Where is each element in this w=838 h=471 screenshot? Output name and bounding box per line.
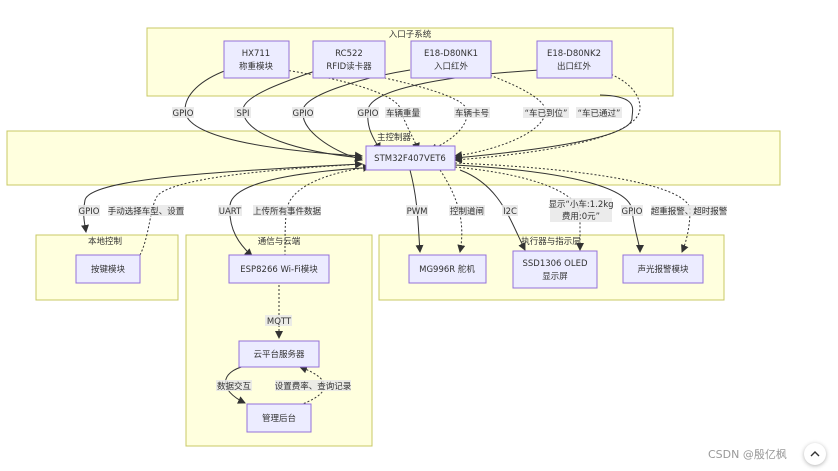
- subgraph-comm-title: 通信与云端: [258, 236, 301, 247]
- node-esp[interactable]: ESP8266 Wi-Fi模块: [228, 254, 330, 284]
- node-e18out[interactable]: E18-D80NK2 出口红外: [536, 40, 613, 79]
- node-e18in[interactable]: E18-D80NK1 入口红外: [410, 40, 492, 79]
- subgraph-main-title: 主控制器: [377, 132, 412, 143]
- subgraph-entry-title: 入口子系统: [389, 29, 432, 40]
- subgraph-local: 本地控制: [35, 234, 179, 301]
- node-cloud-label: 云平台服务器: [253, 349, 305, 360]
- label-overload: 超重报警、超时报警: [651, 206, 728, 217]
- node-stm32-label: STM32F407VET6: [374, 154, 446, 164]
- node-rc522[interactable]: RC522 RFID读卡器: [312, 40, 386, 79]
- node-keys-label: 按键模块: [91, 264, 126, 275]
- label-spi: SPI: [236, 109, 249, 119]
- watermark: CSDN @殷亿枫: [708, 447, 787, 461]
- label-gpio-2: GPIO: [293, 109, 314, 119]
- label-choose: 手动选择车型、设置: [108, 206, 185, 217]
- node-keys[interactable]: 按键模块: [75, 254, 141, 284]
- node-admin-label: 管理后台: [262, 413, 296, 424]
- label-exchange: 数据交互: [217, 381, 252, 392]
- label-passed: “车已通过”: [578, 108, 621, 119]
- label-gpio-5: GPIO: [622, 207, 643, 217]
- subgraph-exec-title: 执行器与指示层: [521, 236, 581, 247]
- label-arrived: “车已到位”: [525, 108, 568, 119]
- node-esp-label: ESP8266 Wi-Fi模块: [240, 264, 318, 275]
- label-config: 设置费率、查询记录: [275, 381, 352, 392]
- node-hx711[interactable]: HX711 称重模块: [223, 40, 290, 79]
- label-mqtt: MQTT: [267, 317, 292, 327]
- edge-passed: [454, 69, 641, 164]
- label-display-line1: 显示“小车:1.2kg: [548, 199, 613, 210]
- node-servo-label: MG996R 舵机: [419, 264, 475, 275]
- node-oled[interactable]: SSD1306 OLED 显示屏: [512, 250, 598, 289]
- edge-oled-i2c: [459, 169, 526, 251]
- node-e18in-line2: 入口红外: [434, 61, 469, 72]
- node-e18out-line2: 出口红外: [557, 61, 592, 72]
- node-rc522-line2: RFID读卡器: [326, 61, 372, 72]
- edge-keys-gpio: [81, 163, 363, 233]
- label-gpio-4: GPIO: [79, 207, 100, 217]
- node-hx711-line2: 称重模块: [239, 61, 274, 72]
- chevron-up-icon: [810, 451, 820, 457]
- label-weight: 车辆重量: [386, 108, 421, 119]
- scroll-to-top-button[interactable]: [804, 443, 826, 465]
- label-pwm: PWM: [407, 207, 428, 217]
- label-display-line2: 费用:0元”: [562, 211, 600, 222]
- node-stm32[interactable]: STM32F407VET6: [365, 145, 456, 171]
- label-card: 车辆卡号: [455, 108, 489, 119]
- edge-labels: GPIO SPI GPIO GPIO 车辆重量 车辆卡号 “车已到位” “车已通…: [78, 107, 728, 392]
- node-alarm-label: 声光报警模块: [637, 264, 689, 275]
- node-admin[interactable]: 管理后台: [246, 403, 312, 433]
- edge-alarm-gpio: [454, 164, 644, 253]
- label-gpio-1: GPIO: [173, 109, 194, 119]
- node-servo[interactable]: MG996R 舵机: [408, 254, 487, 284]
- node-e18in-line1: E18-D80NK1: [424, 49, 478, 59]
- edge-card: [344, 69, 468, 152]
- subgraph-local-title: 本地控制: [88, 236, 122, 247]
- node-cloud[interactable]: 云平台服务器: [238, 340, 320, 368]
- node-hx711-line1: HX711: [242, 49, 270, 59]
- label-i2c: I2C: [503, 207, 517, 217]
- node-e18out-line1: E18-D80NK2: [547, 49, 601, 59]
- edge-alarm-overload: [454, 162, 691, 253]
- node-alarm[interactable]: 声光报警模块: [622, 254, 704, 284]
- label-uart: UART: [219, 207, 242, 217]
- label-gate: 控制道闸: [450, 206, 484, 217]
- edge-out-extra: [454, 94, 634, 162]
- node-rc522-line1: RC522: [335, 49, 363, 59]
- node-oled-line2: 显示屏: [542, 272, 568, 282]
- edge-esp-uart: [229, 167, 363, 257]
- node-oled-line1: SSD1306 OLED: [522, 259, 587, 269]
- label-gpio-3: GPIO: [358, 109, 379, 119]
- edge-keys-choose: [139, 160, 363, 256]
- label-upload: 上传所有事件数据: [253, 206, 322, 217]
